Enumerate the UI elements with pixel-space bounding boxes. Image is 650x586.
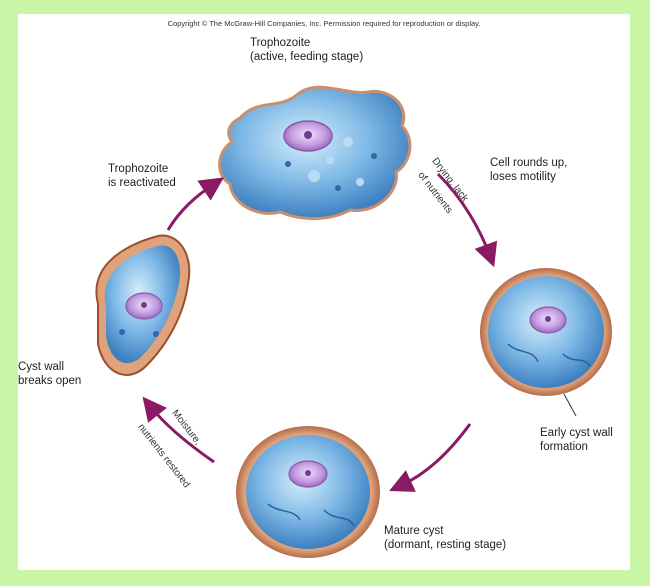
reactivated-label-line1: Trophozoite	[108, 163, 169, 175]
cyst-breaks-label-line1: Cyst wall	[18, 361, 65, 373]
early-cyst-label-line1: Early cyst wall	[540, 427, 613, 439]
arrow-to-mature	[389, 423, 472, 492]
early-cyst-pointer	[563, 393, 577, 417]
arrow-moisture	[142, 396, 215, 464]
reactivated-label-line2: is reactivated	[108, 177, 176, 189]
mature-cyst-cell	[236, 426, 380, 558]
trophozoite-cell	[218, 85, 412, 221]
cyst-breaks-label-line2: breaks open	[18, 375, 82, 387]
arrow-reactivate	[166, 177, 224, 231]
trophozoite-title: Trophozoite	[250, 37, 311, 49]
arrow-drying	[436, 172, 498, 268]
copyright-notice: Copyright © The McGraw-Hill Companies, I…	[167, 19, 481, 28]
rounding-label-line1: Cell rounds up,	[490, 157, 568, 169]
mature-cyst-label-line2: (dormant, resting stage)	[384, 539, 507, 551]
early-cyst-label-line2: formation	[540, 441, 588, 453]
life-cycle-diagram	[95, 85, 612, 558]
early-cyst-cell	[480, 268, 612, 396]
trophozoite-subtitle: (active, feeding stage)	[250, 51, 364, 63]
diagram-frame: Copyright © The McGraw-Hill Companies, I…	[18, 14, 630, 570]
mature-cyst-label-line1: Mature cyst	[384, 525, 444, 537]
breaking-cyst-cell	[95, 234, 191, 376]
rounding-label-line2: loses motility	[490, 171, 556, 183]
